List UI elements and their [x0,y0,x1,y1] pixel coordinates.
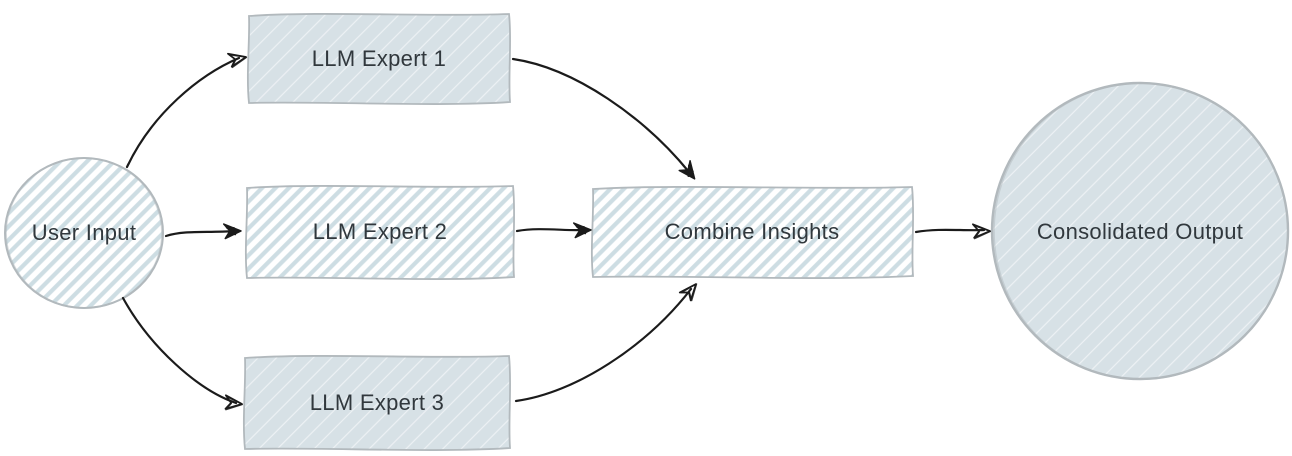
label-llm-expert-2: LLM Expert 2 [313,219,447,244]
edge-expert3-to-combine [514,287,693,403]
node-llm-expert-3 [242,355,512,451]
arrowhead-icon [223,394,245,413]
edge-combine-to-output [914,228,986,234]
edge-expert1-to-combine [511,57,691,174]
node-labels: User Input LLM Expert 1 LLM Expert 2 LLM… [32,46,1243,415]
arrowhead-icon [971,222,992,240]
edges [121,48,992,413]
label-llm-expert-1: LLM Expert 1 [312,46,446,71]
edge-user-input-to-expert3 [121,296,238,405]
node-llm-expert-2 [244,185,516,280]
edge-expert2-to-combine [515,228,586,233]
node-shapes [4,13,1290,451]
label-user-input: User Input [32,220,137,245]
node-consolidated-output [990,81,1290,381]
node-combine-insights [590,186,915,279]
label-combine-insights: Combine Insights [665,219,840,244]
label-consolidated-output: Consolidated Output [1037,219,1243,244]
node-user-input [4,157,164,309]
edge-user-input-to-expert1 [125,56,241,169]
edge-user-input-to-expert2 [164,229,236,238]
label-llm-expert-3: LLM Expert 3 [310,390,444,415]
node-llm-expert-1 [246,13,512,105]
